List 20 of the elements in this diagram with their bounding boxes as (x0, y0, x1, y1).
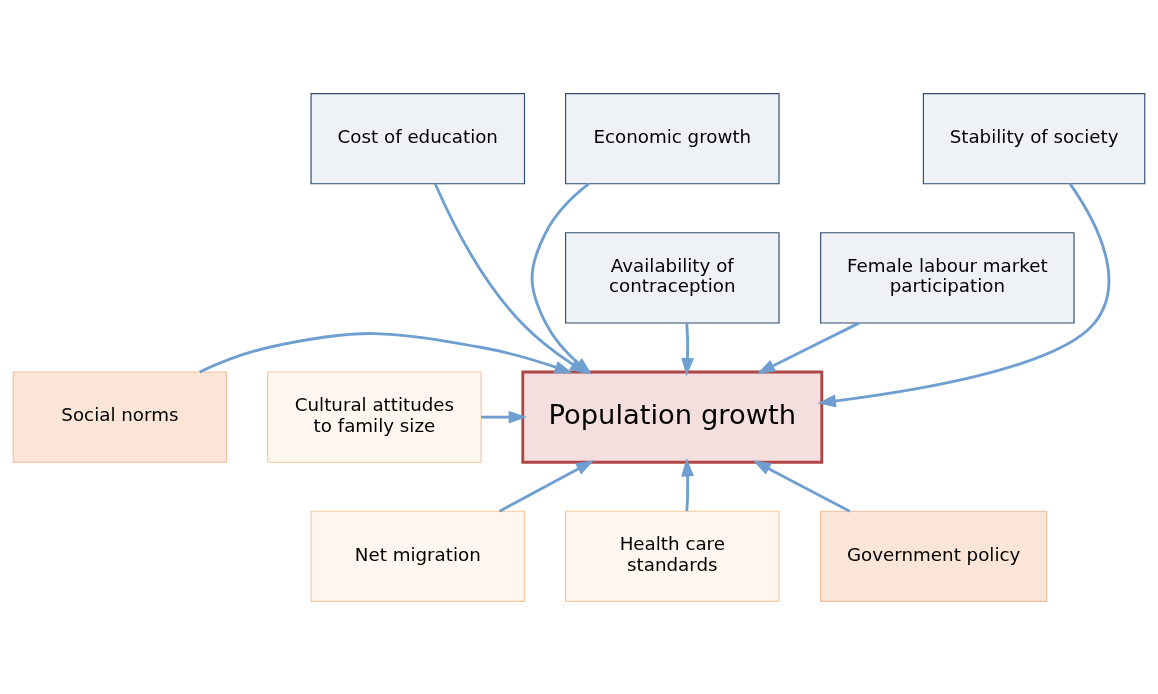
node-box: Female labour market participation (820, 231, 1075, 324)
arrow (817, 182, 1111, 407)
node-box: Health care standards (565, 510, 780, 602)
arrow (498, 459, 595, 512)
arrow (433, 182, 588, 374)
arrow (681, 322, 694, 376)
node-box: Social norms (12, 370, 228, 463)
node-box: Cultural attitudes to family size (267, 370, 482, 463)
arrow (481, 410, 527, 423)
arrow (756, 321, 860, 374)
node-box: Economic growth (565, 92, 780, 184)
arrow (681, 457, 694, 511)
node-box: Stability of society (922, 92, 1146, 184)
node-box: Availability of contraception (565, 231, 780, 324)
arrow (752, 459, 851, 512)
node-box: Cost of education (310, 92, 526, 184)
node-box: Net migration (310, 510, 526, 602)
arrow (199, 331, 573, 373)
node-box: Population growth (521, 370, 824, 464)
node-box: Government policy (820, 510, 1048, 602)
